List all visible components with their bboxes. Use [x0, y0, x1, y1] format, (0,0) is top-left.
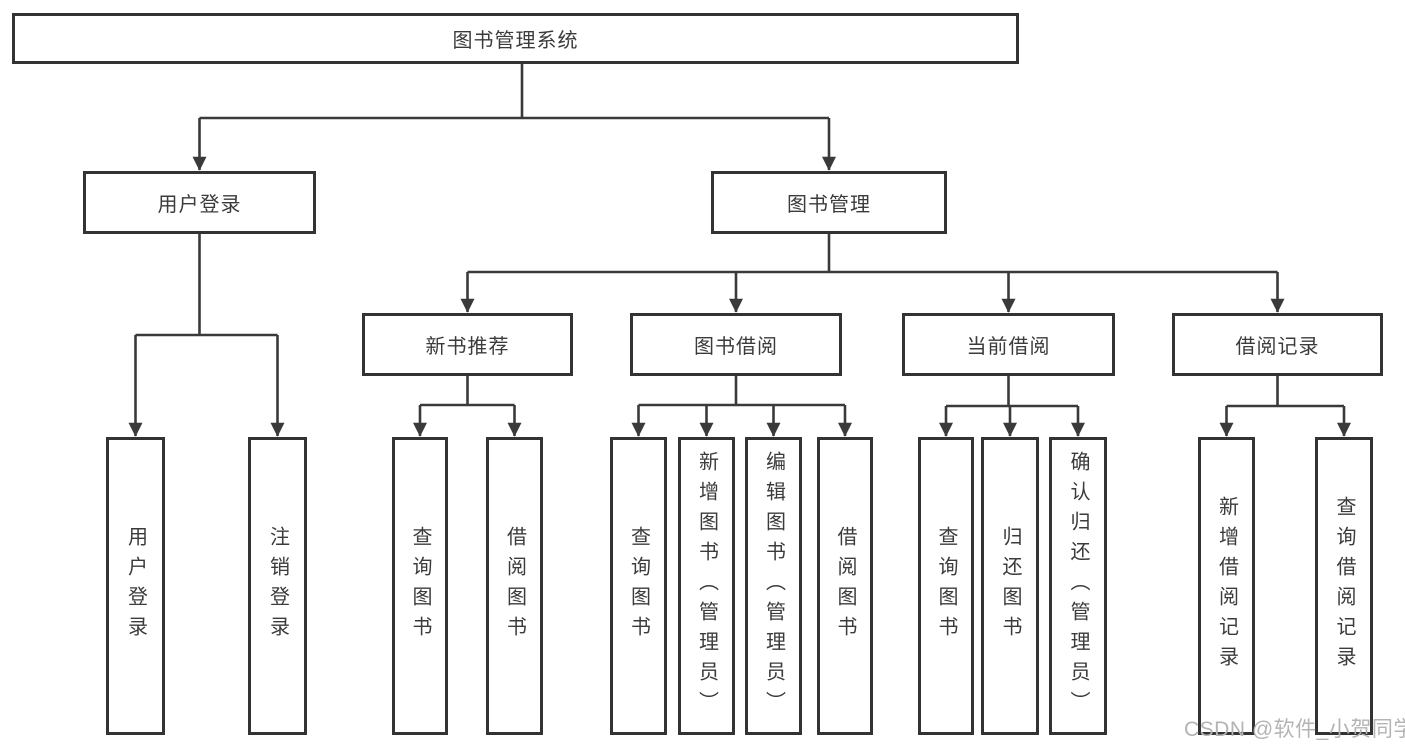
leaf-return-books-label: 归还图书 — [999, 526, 1021, 646]
leaf-add-books-admin: 新增图书（管理员） — [678, 437, 735, 735]
root-connectors — [192, 64, 836, 171]
leaf-logout: 注销登录 — [248, 437, 307, 735]
leaf-borrow-books-recommend: 借阅图书 — [486, 437, 543, 735]
leaf-return-books: 归还图书 — [981, 437, 1039, 735]
leaf-add-books-admin-label: 新增图书（管理员） — [695, 451, 718, 721]
leaf-query-borrow-record-label: 查询借阅记录 — [1333, 496, 1355, 676]
leaf-query-books-current-label: 查询图书 — [935, 526, 957, 646]
node-book-management: 图书管理 — [711, 171, 947, 234]
leaf-logout-label: 注销登录 — [266, 526, 289, 646]
node-user-login: 用户登录 — [83, 171, 316, 234]
user-login-connectors — [128, 234, 285, 437]
new-books-connectors — [413, 376, 522, 437]
node-borrowing-records: 借阅记录 — [1172, 313, 1383, 376]
leaf-query-books-current: 查询图书 — [918, 437, 974, 735]
leaf-query-books-recommend: 查询图书 — [392, 437, 448, 735]
node-current-borrowing: 当前借阅 — [902, 313, 1115, 376]
leaf-query-books-borrowing-label: 查询图书 — [627, 526, 650, 646]
node-current-borrowing-label: 当前借阅 — [966, 336, 1051, 358]
leaf-edit-books-admin: 编辑图书（管理员） — [745, 437, 802, 735]
node-new-book-recommend-label: 新书推荐 — [425, 336, 510, 358]
leaf-query-borrow-record: 查询借阅记录 — [1315, 437, 1373, 735]
node-book-borrowing-label: 图书借阅 — [694, 336, 778, 358]
node-book-borrowing: 图书借阅 — [630, 313, 842, 376]
node-library-system: 图书管理系统 — [12, 13, 1019, 64]
leaf-user-login-label: 用户登录 — [124, 526, 147, 646]
leaf-edit-books-admin-label: 编辑图书（管理员） — [762, 451, 785, 721]
book-borrow-connectors — [631, 376, 852, 437]
node-book-management-label: 图书管理 — [787, 194, 871, 216]
leaf-borrow-books-label: 借阅图书 — [834, 526, 856, 646]
leaf-query-books-recommend-label: 查询图书 — [409, 526, 431, 646]
csdn-watermark: CSDN @软件_小贺同学 — [1184, 718, 1405, 741]
node-library-system-label: 图书管理系统 — [452, 30, 579, 52]
leaf-add-borrow-record: 新增借阅记录 — [1198, 437, 1255, 735]
node-user-login-label: 用户登录 — [157, 194, 242, 216]
node-borrowing-records-label: 借阅记录 — [1235, 336, 1320, 358]
current-borrow-connectors — [939, 376, 1085, 437]
leaf-query-books-borrowing: 查询图书 — [610, 437, 667, 735]
leaf-borrow-books-recommend-label: 借阅图书 — [503, 526, 526, 646]
node-new-book-recommend: 新书推荐 — [362, 313, 573, 376]
leaf-confirm-return-admin: 确认归还（管理员） — [1049, 437, 1107, 735]
leaf-add-borrow-record-label: 新增借阅记录 — [1215, 496, 1238, 676]
borrow-record-connectors — [1219, 376, 1351, 437]
book-mgmt-connectors — [460, 234, 1285, 313]
leaf-confirm-return-admin-label: 确认归还（管理员） — [1067, 451, 1089, 721]
leaf-user-login: 用户登录 — [106, 437, 165, 735]
leaf-borrow-books: 借阅图书 — [817, 437, 873, 735]
